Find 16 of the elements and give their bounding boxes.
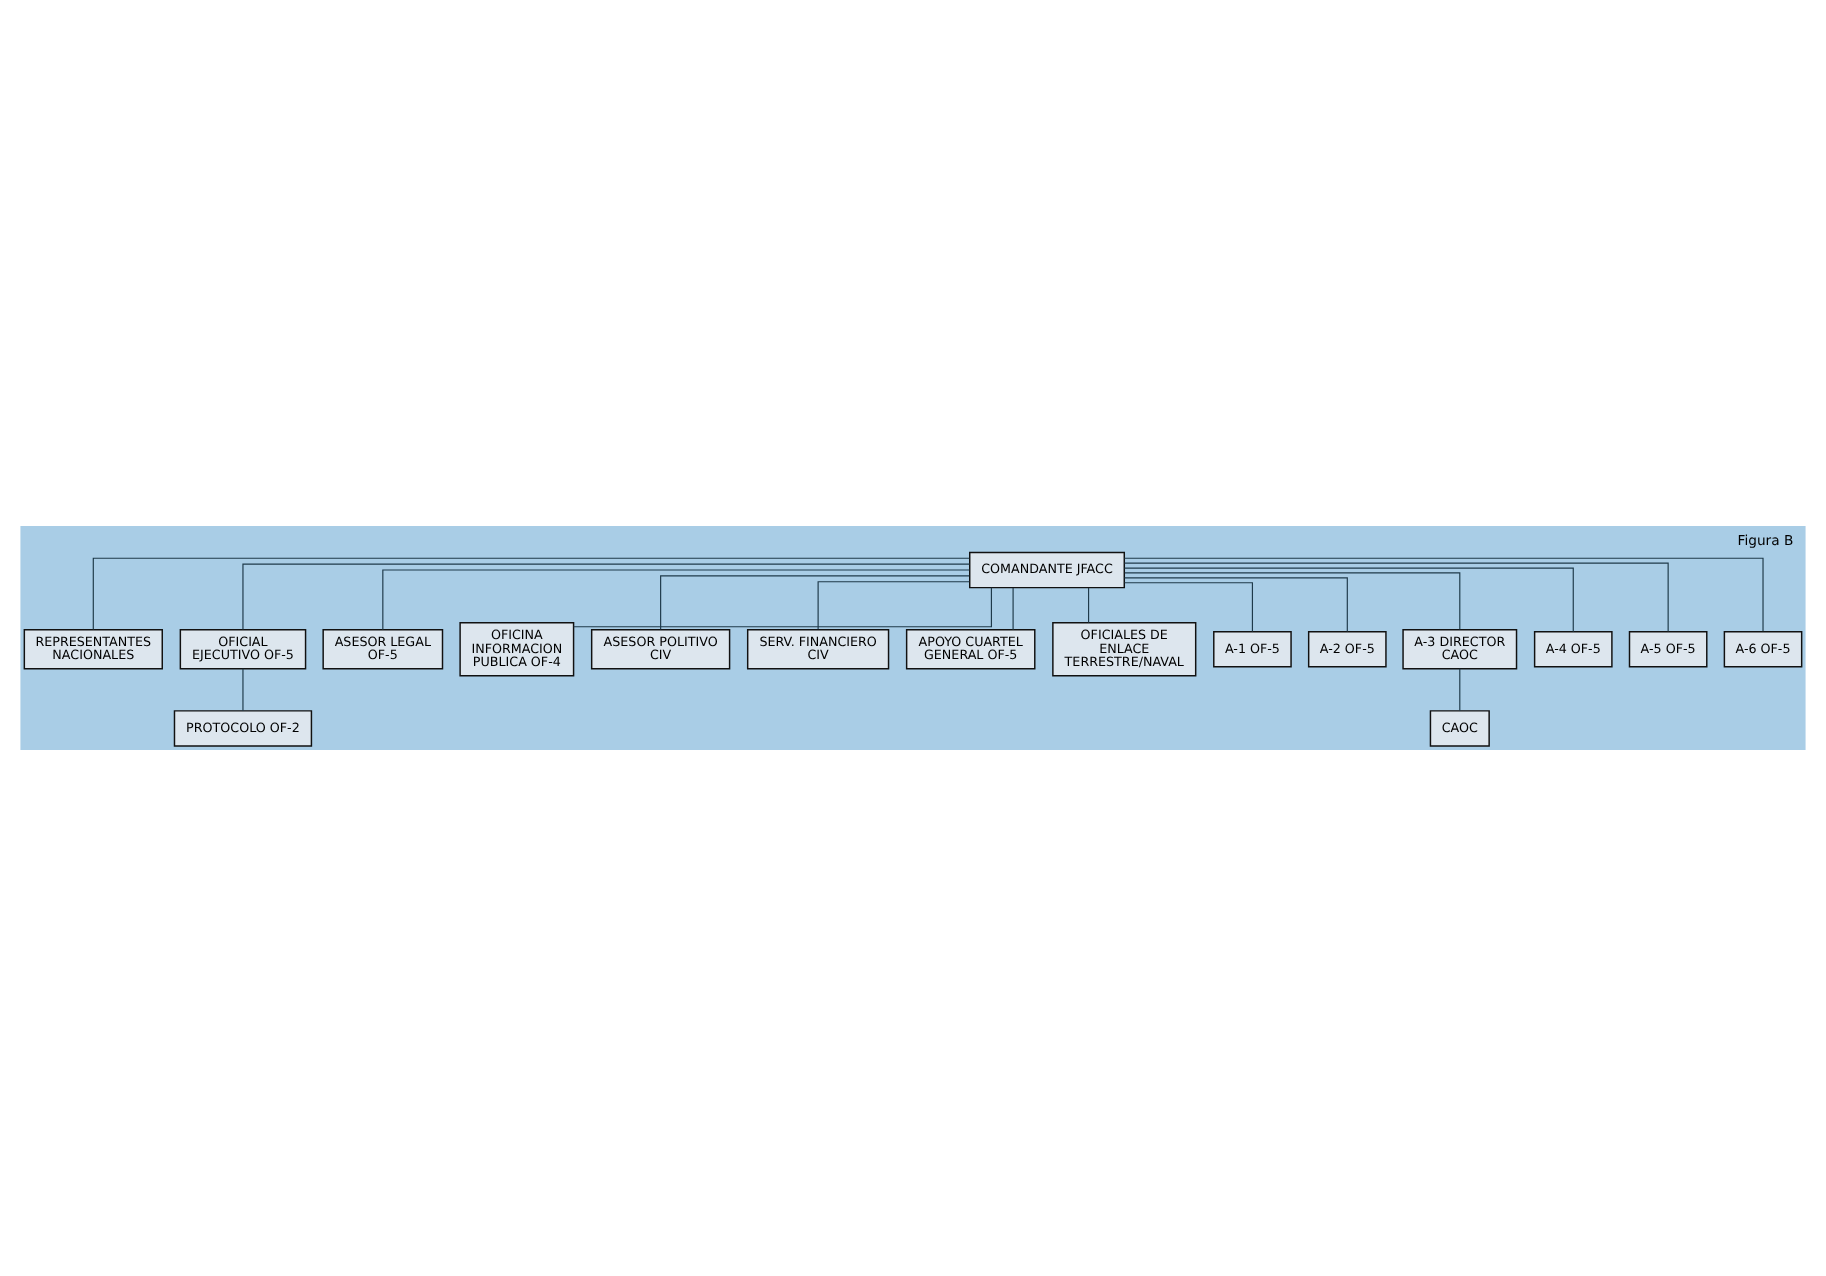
connector <box>242 668 244 712</box>
connector <box>1459 668 1461 712</box>
connector <box>382 569 971 631</box>
connector <box>92 557 970 631</box>
connector <box>573 587 992 628</box>
connector <box>1088 587 1090 624</box>
connector <box>1123 562 1669 632</box>
connector <box>660 575 970 631</box>
connector <box>1123 557 1764 632</box>
connector <box>1123 567 1574 633</box>
connector <box>817 581 971 630</box>
connector <box>1123 577 1348 633</box>
connector <box>242 563 971 631</box>
connector <box>1124 572 1461 631</box>
connector <box>1012 587 1014 631</box>
connector <box>1123 582 1253 632</box>
